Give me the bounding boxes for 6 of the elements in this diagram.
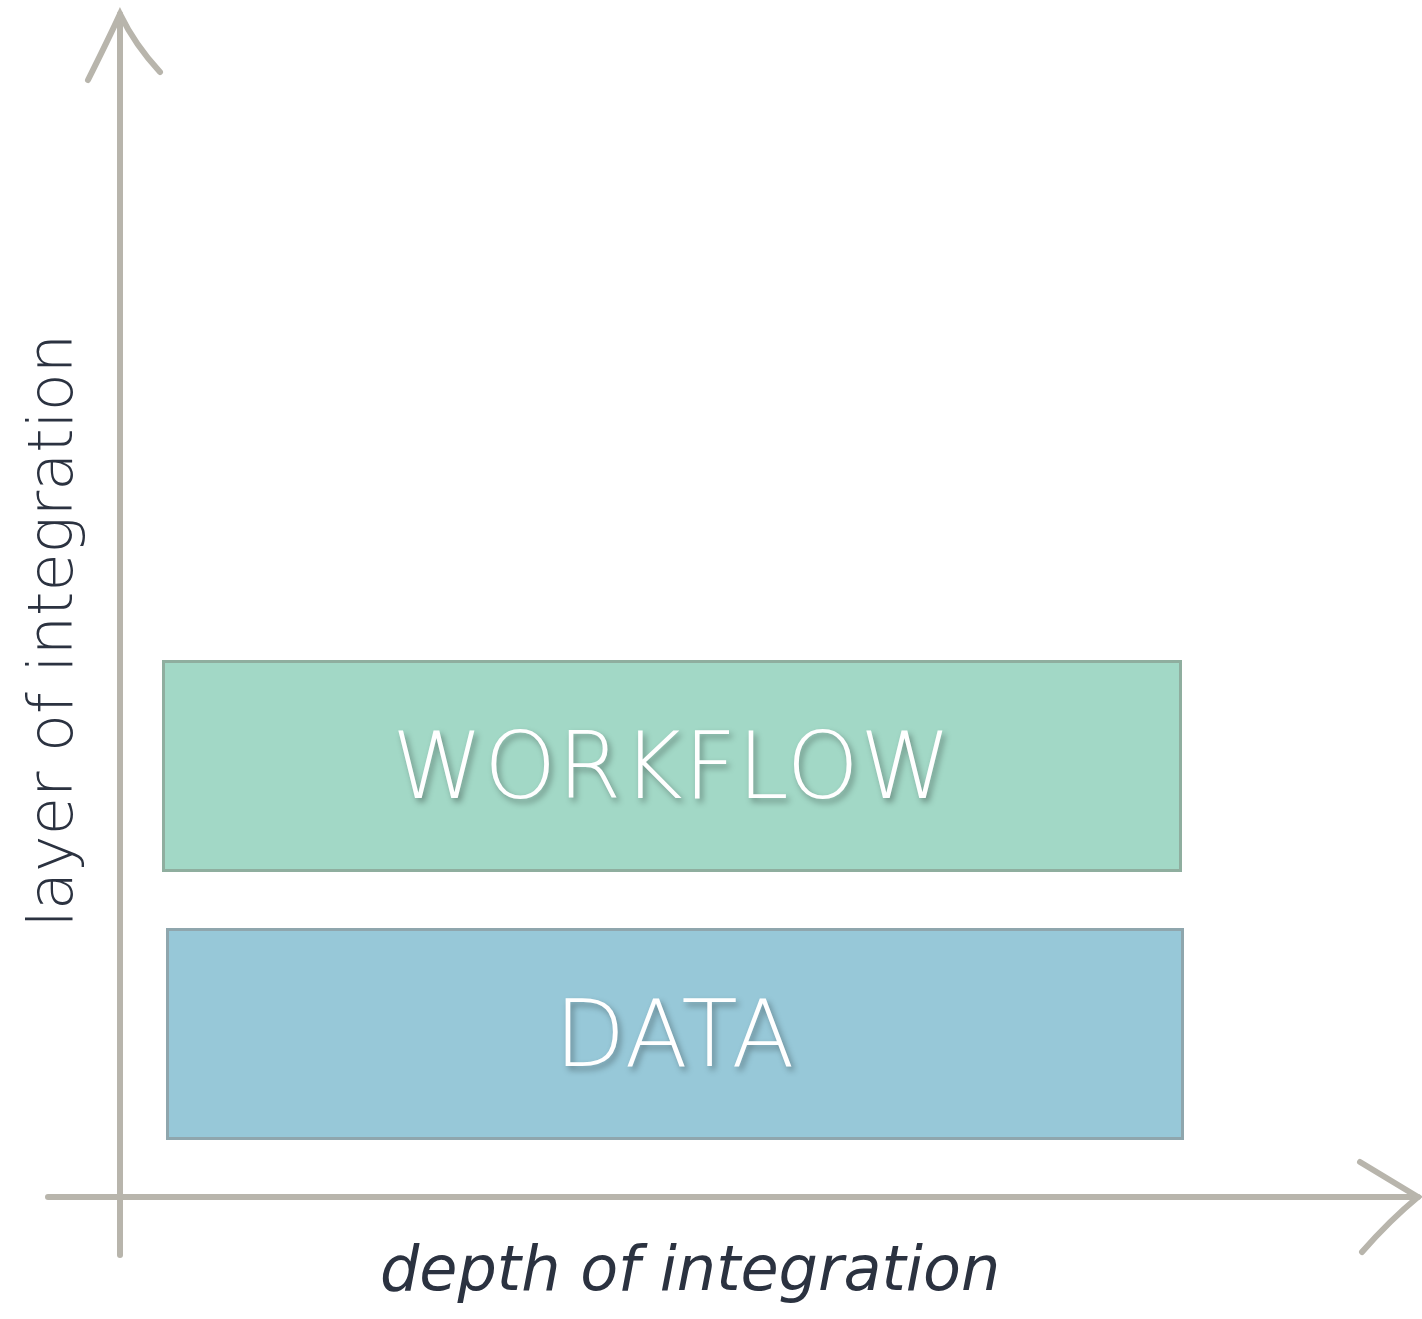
y-axis-title: layer of integration (13, 333, 88, 930)
layer-band (166, 928, 1184, 1140)
x-axis-title: depth of integration (379, 1231, 1002, 1307)
band-label: DATA (554, 980, 796, 1088)
layer-band (162, 660, 1182, 872)
band-label: WORKFLOW (392, 712, 952, 820)
